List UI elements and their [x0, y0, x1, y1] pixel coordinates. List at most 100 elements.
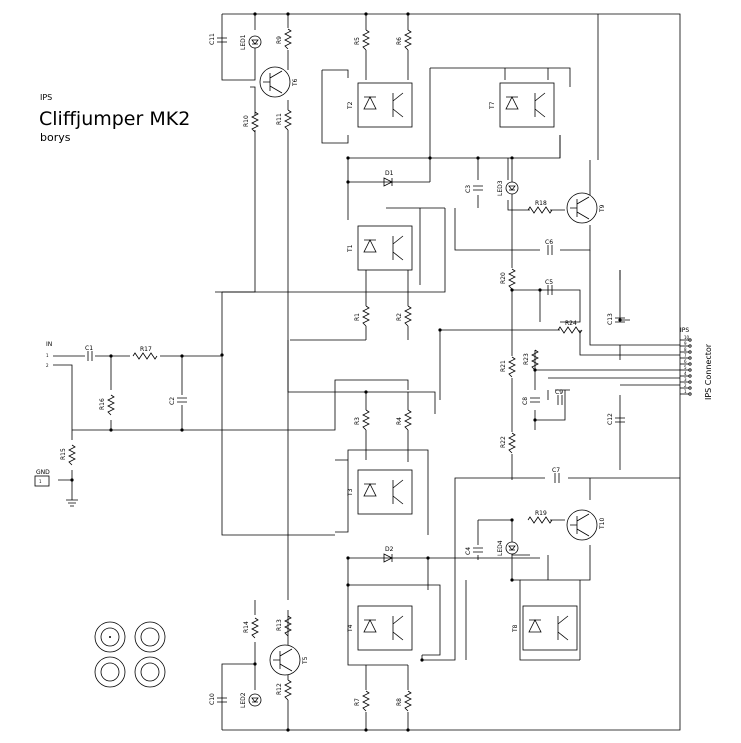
capacitor-c1	[87, 351, 93, 361]
label-c1: C1	[85, 345, 93, 352]
input-pin-1: 1	[46, 353, 49, 358]
resistor-r8	[404, 690, 412, 712]
label-c2: C2	[169, 397, 176, 405]
connector-pin-number: 9	[684, 341, 687, 346]
led-symbol	[508, 185, 516, 191]
resistor-r20	[508, 268, 516, 290]
gnd-pin-1: 1	[39, 479, 42, 484]
label-r4: R4	[396, 417, 403, 425]
connector-pin-number: 2	[684, 383, 687, 388]
author-label: borys	[40, 131, 71, 144]
capacitor-c11	[217, 37, 227, 43]
connector-pin	[688, 338, 692, 342]
led-led1	[248, 35, 262, 49]
optocoupler-symbol	[363, 235, 404, 261]
led-led2	[248, 693, 262, 707]
transistor-t9	[566, 192, 598, 224]
label-c7: C7	[552, 467, 560, 474]
label-t3: T3	[347, 488, 354, 497]
label-t10: T10	[599, 518, 606, 530]
resistor-r17	[132, 352, 158, 360]
capacitor-c6	[547, 245, 553, 255]
resistor-r15	[68, 444, 76, 466]
label-t4: T4	[347, 624, 354, 633]
connector-pin-number: 3	[684, 377, 687, 382]
optocoupler-symbol	[363, 479, 404, 505]
resistor-r9	[284, 28, 292, 50]
label-d1: D1	[385, 170, 394, 177]
label-r16: R16	[99, 398, 106, 410]
gnd-label: GND	[36, 469, 50, 476]
capacitor-c13	[615, 317, 625, 323]
optocoupler-t7	[499, 82, 555, 128]
connector-pin-number: 7	[684, 353, 687, 358]
label-r15: R15	[60, 448, 67, 460]
capacitor-c2	[177, 397, 187, 403]
label-led1: LED1	[240, 34, 247, 50]
connector-pin	[688, 362, 692, 366]
label-r3: R3	[354, 417, 361, 425]
label-c9: C9	[555, 389, 563, 396]
label-r14: R14	[243, 621, 250, 633]
label-led4: LED4	[497, 540, 504, 556]
label-r2: R2	[396, 313, 403, 321]
input-pin-2: 2	[46, 363, 49, 368]
connector-pin	[688, 386, 692, 390]
label-r21: R21	[500, 360, 507, 372]
transistor-t6	[259, 66, 291, 98]
connector-pin	[688, 344, 692, 348]
capacitor-c8	[530, 397, 540, 403]
resistor-r6	[404, 29, 412, 51]
led-led4	[505, 541, 519, 555]
label-r17: R17	[140, 346, 152, 353]
led-symbol	[251, 697, 259, 703]
input-port: IN 1 2	[46, 341, 52, 368]
transistor-symbol	[263, 70, 283, 94]
resistor-r19	[527, 516, 553, 524]
label-led2: LED2	[240, 692, 247, 708]
capacitor-c4	[473, 547, 483, 553]
optocoupler-t8	[522, 605, 578, 651]
label-c10: C10	[209, 693, 216, 705]
label-t6: T6	[292, 78, 299, 87]
connector-pin	[688, 392, 692, 396]
label-c6: C6	[545, 239, 553, 246]
resistor-r7	[362, 690, 370, 712]
connector-pin-number: 10	[684, 335, 690, 340]
label-r1: R1	[354, 313, 361, 321]
optocoupler-symbol	[363, 615, 404, 641]
led-led3	[505, 181, 519, 195]
label-t7: T7	[489, 101, 496, 110]
label-d2: D2	[385, 546, 394, 553]
connector-label: IPS Connector	[704, 343, 713, 400]
capacitor-c9	[557, 395, 563, 405]
project-label: IPS	[40, 93, 52, 102]
label-t2: T2	[347, 101, 354, 110]
resistor-r4	[404, 409, 412, 431]
resistor-r16	[107, 394, 115, 416]
connector-pin-number: 6	[684, 359, 687, 364]
label-c11: C11	[209, 33, 216, 45]
resistor-r1	[362, 305, 370, 327]
diode-d2	[383, 553, 393, 563]
mounting-holes	[94, 621, 166, 688]
label-t1: T1	[347, 244, 354, 253]
resistor-r21	[508, 356, 516, 378]
label-r9: R9	[276, 36, 283, 44]
connector-pin-number: 1	[684, 389, 687, 394]
label-r13: R13	[276, 619, 283, 631]
label-t8: T8	[512, 624, 519, 633]
label-c12: C12	[607, 413, 614, 425]
capacitor-c3	[473, 185, 483, 191]
label-r7: R7	[354, 698, 361, 706]
optocoupler-t1	[357, 225, 413, 271]
connector-pin	[688, 350, 692, 354]
label-r11: R11	[276, 113, 283, 125]
gnd-terminal: GND 1	[34, 469, 78, 507]
diode-d1	[383, 177, 393, 187]
label-r19: R19	[535, 510, 547, 517]
label-c3: C3	[465, 185, 472, 193]
resistor-r14	[251, 617, 259, 639]
optocoupler-symbol	[363, 92, 404, 118]
